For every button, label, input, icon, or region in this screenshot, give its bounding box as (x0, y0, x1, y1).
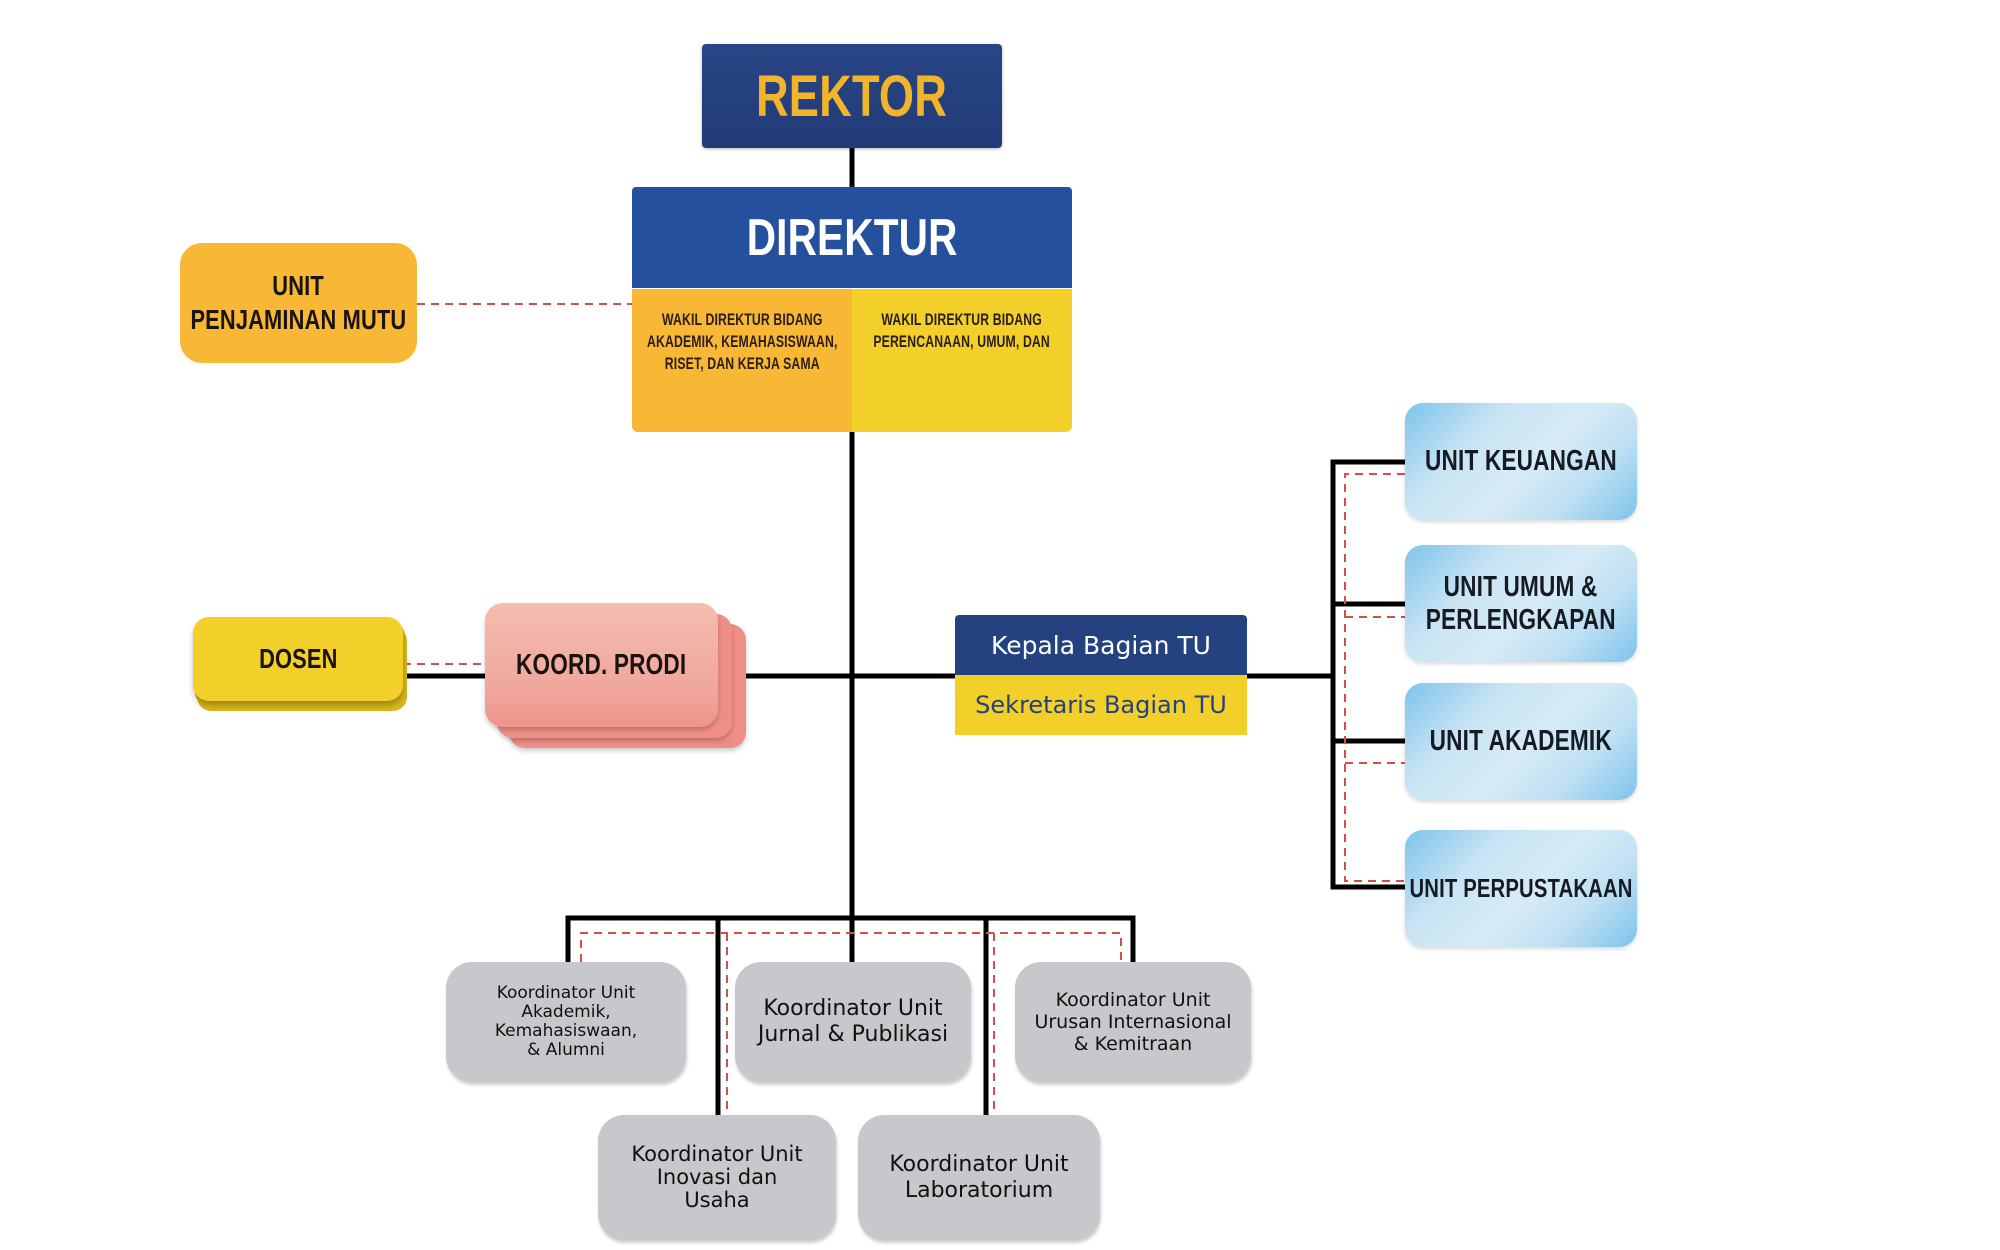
kepala-tu-label: Kepala Bagian TU (991, 630, 1211, 660)
koord-line: Usaha (684, 1188, 750, 1212)
koord-line: Koordinator Unit (763, 996, 943, 1021)
koord-line: Akademik, (521, 1002, 611, 1022)
dashed-connectors (403, 303, 1405, 1115)
koord-line: Inovasi dan (656, 1165, 778, 1189)
unit-penjaminan-mutu-box: UNIT PENJAMINAN MUTU (180, 243, 417, 363)
koord-bracket (565, 915, 1136, 962)
unit-perpustakaan-box: UNIT PERPUSTAKAAN (1405, 830, 1637, 947)
kepala-bagian-tu-box: Kepala Bagian TU (955, 615, 1247, 675)
upm-line: UNIT (272, 270, 325, 301)
direktur-label: DIREKTUR (746, 208, 958, 267)
koord-line: Koordinator Unit (1055, 989, 1211, 1011)
unit-label: PERLENGKAPAN (1426, 603, 1616, 636)
koord-prodi-label: KOORD. PRODI (516, 648, 687, 681)
wakil-direktur-perencanaan-box: WAKIL DIREKTUR BIDANG PERENCANAAN, UMUM,… (852, 289, 1072, 432)
koordinator-jurnal-box: Koordinator Unit Jurnal & Publikasi (735, 962, 971, 1082)
unit-label: UNIT KEUANGAN (1425, 445, 1617, 477)
direktur-box: DIREKTUR (632, 187, 1072, 288)
koord-line: Koordinator Unit (496, 983, 636, 1003)
wakil-2-line: PERENCANAAN, UMUM, DAN (873, 332, 1051, 351)
unit-label: UNIT UMUM & (1444, 570, 1598, 603)
koord-line: Kemahasiswaan, (494, 1021, 638, 1041)
sekretaris-tu-label: Sekretaris Bagian TU (975, 691, 1227, 719)
koordinator-akademik-box: Koordinator Unit Akademik, Kemahasiswaan… (446, 962, 686, 1082)
wakil-1-line: WAKIL DIREKTUR BIDANG (661, 310, 823, 329)
wakil-2-line: WAKIL DIREKTUR BIDANG (881, 310, 1043, 329)
unit-label: UNIT PERPUSTAKAAN (1409, 873, 1633, 903)
koord-line: Urusan Internasional (1034, 1011, 1232, 1033)
rektor-label: REKTOR (756, 63, 948, 129)
unit-keuangan-box: UNIT KEUANGAN (1405, 403, 1637, 520)
wakil-1-line: RISET, DAN KERJA SAMA (664, 354, 820, 373)
unit-akademik-box: UNIT AKADEMIK (1405, 683, 1637, 800)
sekretaris-bagian-tu-box: Sekretaris Bagian TU (955, 675, 1247, 735)
koordinator-laboratorium-box: Koordinator Unit Laboratorium (858, 1115, 1100, 1240)
koordinator-internasional-box: Koordinator Unit Urusan Internasional & … (1015, 962, 1251, 1082)
units-bracket (1330, 459, 1405, 890)
koord-line: Laboratorium (904, 1177, 1054, 1203)
koord-line: Jurnal & Publikasi (757, 1022, 949, 1047)
wakil-direktur-akademik-box: WAKIL DIREKTUR BIDANG AKADEMIK, KEMAHASI… (632, 289, 852, 432)
koordinator-inovasi-box: Koordinator Unit Inovasi dan Usaha (598, 1115, 836, 1240)
koord-line: Koordinator Unit (631, 1142, 803, 1166)
unit-label: UNIT AKADEMIK (1429, 725, 1613, 757)
koord-line: & Alumni (527, 1040, 605, 1060)
wakil-1-line: AKADEMIK, KEMAHASISWAAN, (646, 332, 838, 351)
koord-prodi-box: KOORD. PRODI (485, 603, 718, 727)
rektor-box: REKTOR (702, 44, 1002, 148)
solid-connectors (403, 148, 1405, 1115)
unit-umum-box: UNIT UMUM & PERLENGKAPAN (1405, 545, 1637, 662)
dosen-label: DOSEN (258, 643, 338, 674)
koord-line: Koordinator Unit (889, 1151, 1069, 1177)
koord-line: & Kemitraan (1073, 1033, 1193, 1055)
dosen-box: DOSEN (193, 617, 403, 701)
upm-line: PENJAMINAN MUTU (190, 304, 407, 335)
